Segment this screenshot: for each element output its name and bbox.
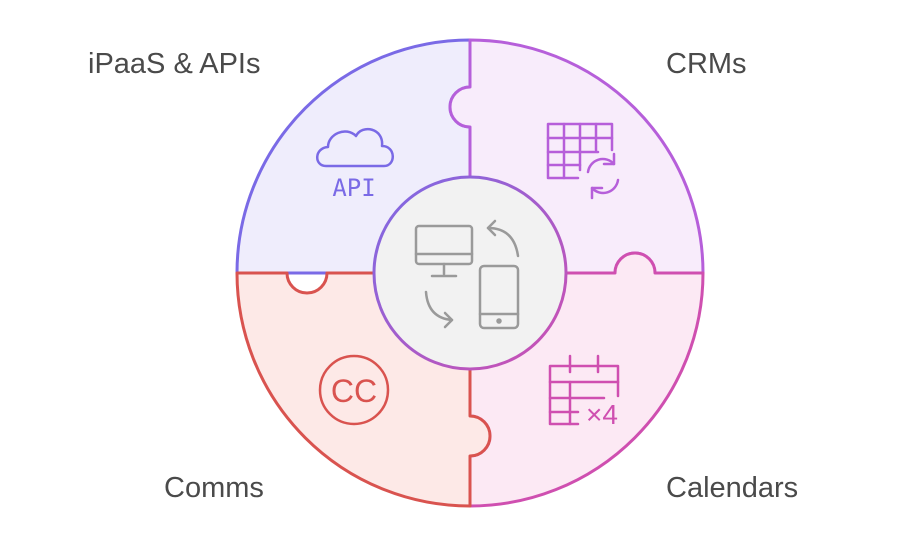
api-icon-text: API (332, 174, 375, 202)
x4-icon-text: ×4 (586, 399, 618, 430)
cloud-api-icon: API (316, 127, 394, 202)
calendar-multiply-icon: ×4 (548, 354, 620, 430)
center-hub (372, 175, 568, 371)
closed-caption-icon: CC (318, 354, 390, 426)
label-ipaas-apis: iPaaS & APIs (88, 48, 261, 80)
label-comms: Comms (164, 472, 264, 504)
cc-icon-text: CC (331, 373, 377, 409)
table-refresh-icon (546, 122, 620, 200)
label-crms: CRMs (666, 48, 747, 80)
device-sync-icon (414, 219, 520, 330)
label-calendars: Calendars (666, 472, 799, 504)
